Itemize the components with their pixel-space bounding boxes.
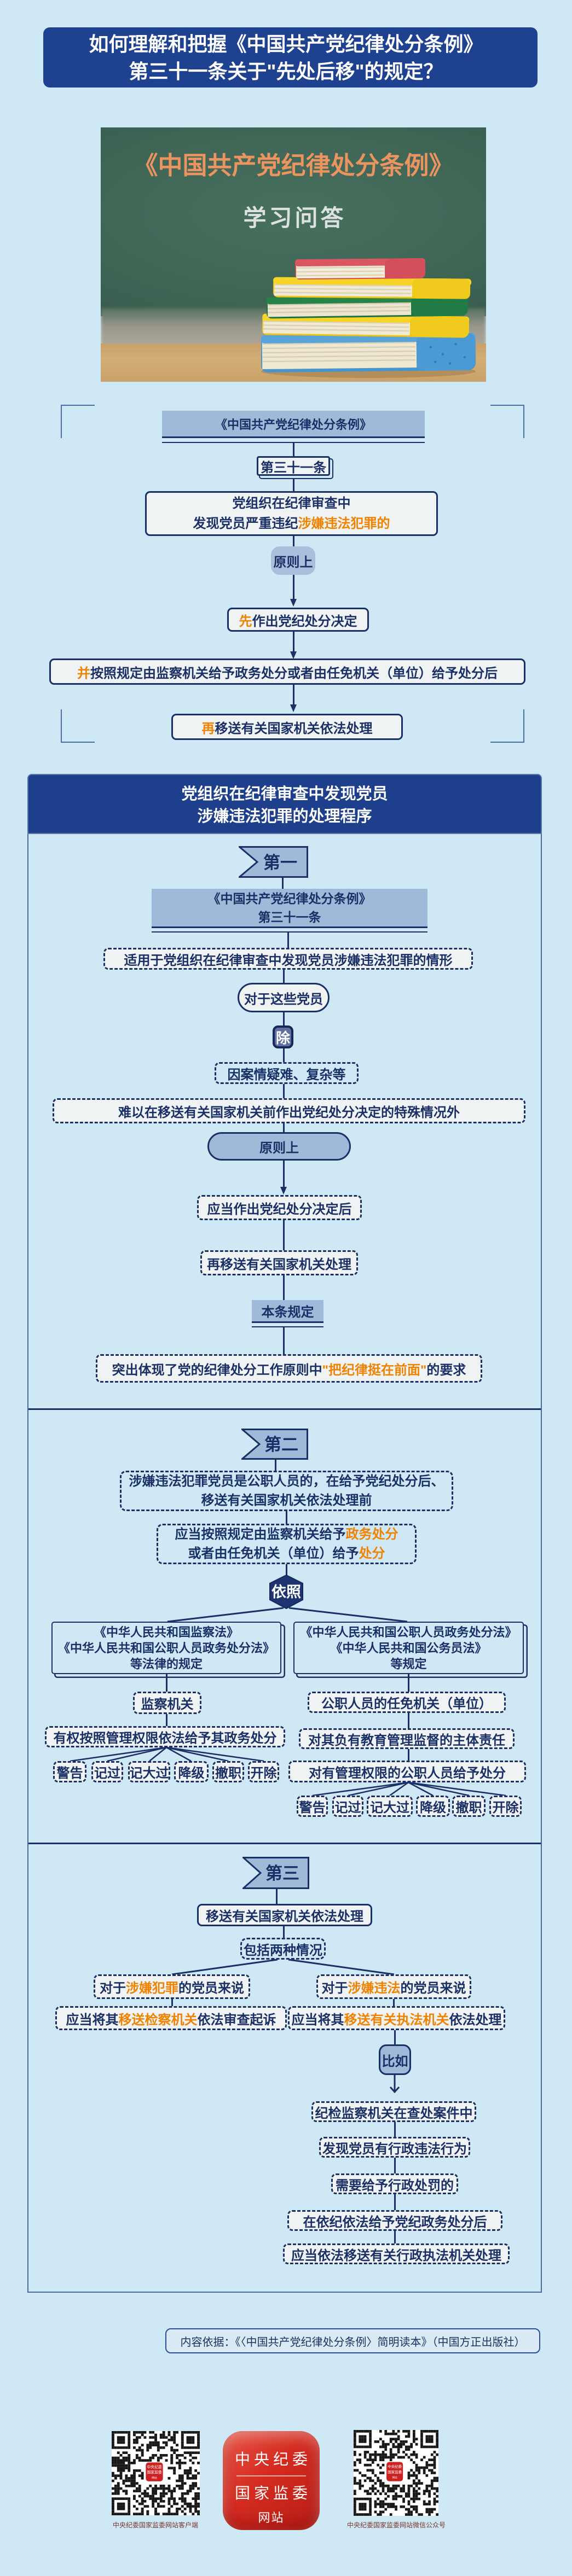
svg-text:依照: 依照: [271, 1584, 301, 1600]
svg-text:第二: 第二: [264, 1435, 298, 1454]
svg-text:中央纪委: 中央纪委: [388, 2464, 402, 2469]
svg-text:第三: 第三: [265, 1864, 299, 1883]
svg-text:第一: 第一: [263, 853, 297, 872]
svg-text:国家监委: 国家监委: [388, 2469, 402, 2474]
svg-text:网站: 网站: [392, 2475, 398, 2479]
svg-text:国家监委: 国家监委: [147, 2469, 162, 2474]
svg-text:网站: 网站: [152, 2476, 157, 2480]
svg-text:中央纪委: 中央纪委: [147, 2464, 162, 2469]
